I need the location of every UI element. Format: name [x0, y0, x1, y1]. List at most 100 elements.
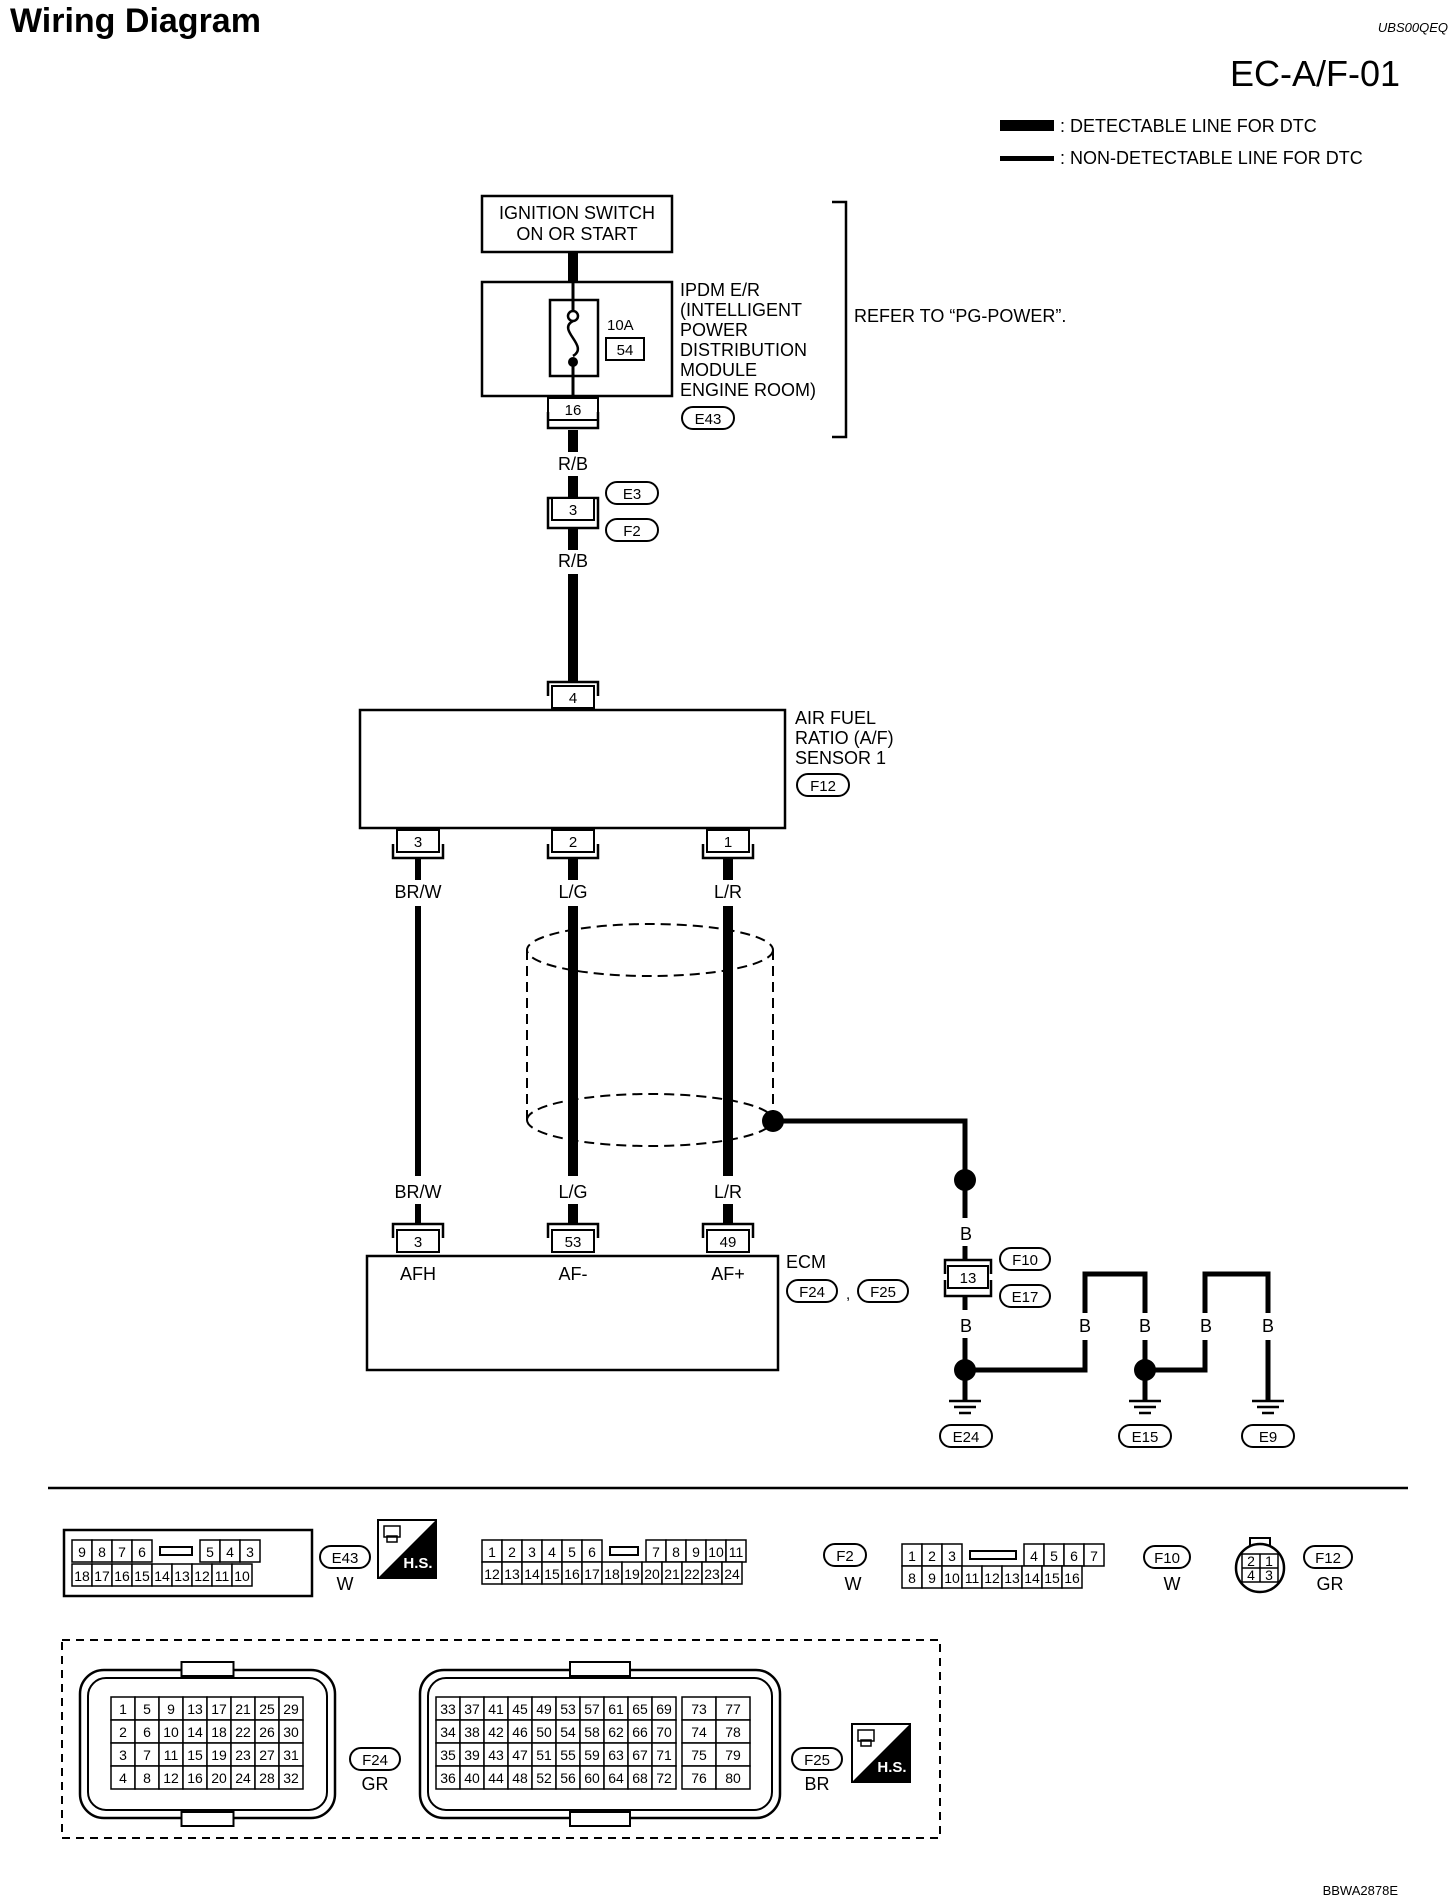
- e43-pin: 3: [246, 1544, 254, 1560]
- ground-pin: 13: [960, 1270, 977, 1287]
- f25-pin: 44: [488, 1770, 504, 1786]
- f25-pin: 67: [632, 1747, 648, 1763]
- e43-key-slot: [159, 1546, 193, 1556]
- e43-pin: 12: [194, 1568, 210, 1584]
- f2-pin: 20: [644, 1566, 660, 1582]
- wire-brw: [415, 858, 421, 880]
- f25-pin: 68: [632, 1770, 648, 1786]
- ignition-line-1: IGNITION SWITCH: [499, 203, 655, 223]
- ecm-pin-3-label: 3: [414, 1234, 422, 1251]
- f25-pin: 50: [536, 1724, 552, 1740]
- f25-pin: 55: [560, 1747, 576, 1763]
- f24-pin: 18: [211, 1724, 227, 1740]
- f24-pin: 16: [187, 1770, 203, 1786]
- ecm-connectors-enclosure: [61, 1639, 941, 1839]
- sensor-pin-1-label: 1: [724, 834, 732, 851]
- f24-pin: 2: [119, 1724, 127, 1740]
- f24-pin: 11: [164, 1747, 179, 1763]
- f25-pin: 73: [691, 1701, 707, 1717]
- f25-pin: 54: [560, 1724, 576, 1740]
- f2-pin: 4: [548, 1544, 556, 1560]
- f2-pin: 11: [729, 1544, 744, 1560]
- f24-pin: 12: [163, 1770, 179, 1786]
- f2-pin: 14: [524, 1566, 540, 1582]
- f24-pin: 10: [163, 1724, 179, 1740]
- wire-brw-main: [415, 906, 421, 1176]
- ipdm-label-4: DISTRIBUTION: [680, 340, 807, 360]
- f2-pin: 21: [664, 1566, 680, 1582]
- f25-pin: 51: [536, 1747, 552, 1763]
- f10-pin: 5: [1050, 1548, 1058, 1564]
- ipdm-label-3: POWER: [680, 320, 748, 340]
- f24-color: GR: [362, 1774, 389, 1794]
- f24-pin: 23: [235, 1747, 251, 1763]
- f2-pin: 10: [708, 1544, 724, 1560]
- ecm-terminal-af-minus: AF-: [559, 1264, 588, 1284]
- ipdm-label-6: ENGINE ROOM): [680, 380, 816, 400]
- f24-pin: 5: [143, 1701, 151, 1717]
- sensor-connector-id: F12: [810, 778, 836, 795]
- legend-thick-line: [1000, 120, 1054, 131]
- ecm-connector-separator: ,: [846, 1286, 850, 1303]
- f25-housing-inner: [427, 1677, 773, 1811]
- e43-id-bubble: [319, 1545, 371, 1569]
- ecm-wire-color-2: L/G: [558, 1182, 587, 1202]
- f25-pin: 78: [725, 1724, 741, 1740]
- fuse-icon: [566, 319, 580, 358]
- wire-lg: [568, 858, 578, 880]
- f10-pin: 16: [1064, 1570, 1080, 1586]
- f2-pin: 23: [704, 1566, 720, 1582]
- f25-pin: 77: [725, 1701, 741, 1717]
- ecm-pin-53: 53: [546, 1222, 600, 1253]
- f24-pin: 29: [283, 1701, 299, 1717]
- f25-pin: 60: [584, 1770, 600, 1786]
- f10-id: F10: [1154, 1550, 1180, 1567]
- page-title: Wiring Diagram: [10, 2, 261, 40]
- e43-pin: 14: [154, 1568, 170, 1584]
- f10-pin: 4: [1030, 1548, 1038, 1564]
- joint-connector-e3: E3: [623, 486, 641, 503]
- f24-pin: 32: [283, 1770, 299, 1786]
- f24-pin: 26: [259, 1724, 275, 1740]
- f2-pin: 1: [488, 1544, 496, 1560]
- sensor-pin-1: 1: [701, 829, 755, 860]
- f25-pin: 72: [656, 1770, 672, 1786]
- f10-pin: 14: [1024, 1570, 1040, 1586]
- hs-icon: [852, 1724, 910, 1782]
- f25-pin: 63: [608, 1747, 624, 1763]
- f2-pin: 6: [588, 1544, 596, 1560]
- f12-pin: 3: [1265, 1567, 1273, 1583]
- f2-pin: 15: [544, 1566, 560, 1582]
- footer-code: BBWA2878E: [1323, 1883, 1399, 1898]
- sensor-pin-2-label: 2: [569, 834, 577, 851]
- wire-rb-label-1: R/B: [558, 454, 588, 474]
- ground-e15: E15: [1132, 1429, 1159, 1446]
- wire-ground-4: [1202, 1271, 1271, 1313]
- f25-pin: 62: [608, 1724, 624, 1740]
- legend-non-detectable: : NON-DETECTABLE LINE FOR DTC: [1060, 148, 1363, 168]
- f25-color: BR: [804, 1774, 829, 1794]
- e43-housing: [62, 1528, 314, 1598]
- f24-pin: 28: [259, 1770, 275, 1786]
- wire-rb-1: [568, 430, 578, 452]
- f25-pin: 40: [464, 1770, 480, 1786]
- f12-id-bubble: [1303, 1545, 1353, 1569]
- sensor-wire-color-2: L/G: [558, 882, 587, 902]
- f24-id: F24: [362, 1752, 388, 1769]
- f24-pin: 17: [211, 1701, 227, 1717]
- f25-pin: 43: [488, 1747, 504, 1763]
- ecm-wire-color-3: L/R: [714, 1182, 742, 1202]
- ecm-wire-color-1: BR/W: [395, 1182, 442, 1202]
- f24-pin: 31: [283, 1747, 299, 1763]
- f2-color: W: [845, 1574, 862, 1594]
- e43-pin: 7: [118, 1544, 126, 1560]
- f25-id: F25: [804, 1752, 830, 1769]
- hs-plug-icon: [383, 1525, 401, 1538]
- hs-plug-base-icon: [386, 1535, 398, 1543]
- e43-pin: 11: [215, 1568, 230, 1584]
- f25-latch-bottom: [569, 1811, 631, 1827]
- fuse-rating: 10A: [607, 317, 634, 334]
- wire-ground-1: [965, 1340, 1088, 1373]
- e43-pin: 16: [114, 1568, 130, 1584]
